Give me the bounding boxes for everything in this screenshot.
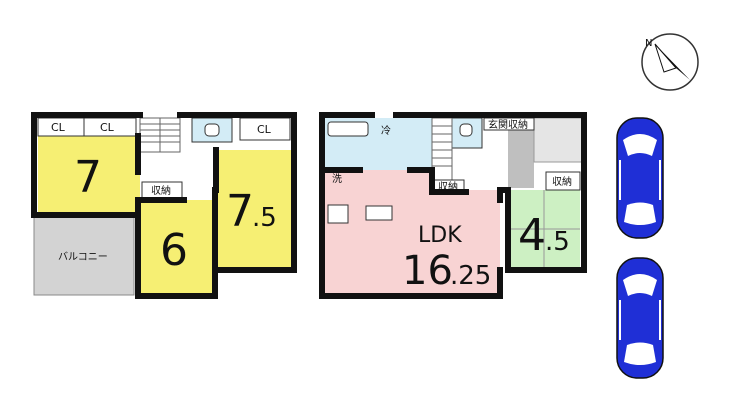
- ldk-size: 16: [402, 248, 453, 294]
- storage-1f-b: [545, 171, 581, 191]
- room-7-5-floor: [218, 150, 294, 268]
- car-icon-2: [616, 257, 664, 379]
- storage-label-1f-b: 収納: [552, 175, 572, 188]
- kitchen-sink: [365, 205, 393, 221]
- washroom-label: 洗: [332, 173, 342, 185]
- balcony-label: バルコニー: [58, 251, 108, 263]
- entrance: [508, 128, 534, 188]
- compass-north-label: N: [645, 38, 652, 49]
- walls-1f: [319, 112, 587, 299]
- room-6-floor: [140, 200, 212, 293]
- compass-icon: N: [641, 33, 699, 91]
- storage-label-2f: 収納: [151, 184, 171, 197]
- toilet-2f-bowl: [204, 123, 220, 137]
- ldk-size-decimal: .25: [450, 261, 491, 291]
- floor-2: CL CL CL 収納 7 6 7 .5 バルコニー: [31, 112, 297, 299]
- room-7-floor: [38, 136, 140, 212]
- japanese-room-size-decimal: .5: [545, 227, 570, 257]
- storage-label-1f-a: 収納: [438, 180, 458, 193]
- room-7-5-size: 7: [226, 186, 254, 237]
- walls-2f: [31, 112, 297, 299]
- bathtub: [327, 121, 369, 137]
- ldk-label: LDK: [418, 223, 462, 248]
- closet-label-1: CL: [51, 121, 66, 134]
- stairs-2f: [139, 117, 181, 153]
- balcony: [33, 214, 135, 296]
- kitchen-stove: [327, 204, 349, 224]
- japanese-room-size: 4: [518, 210, 546, 261]
- floor-1: 洗 冷 収納 収納 玄関収納 LDK 16 .25 4 .5: [319, 112, 587, 299]
- toilet-1f-bowl: [459, 123, 473, 137]
- ldk-floor: [322, 170, 500, 296]
- car-icon-1: [616, 117, 664, 239]
- fridge-label: 冷: [381, 124, 391, 137]
- porch: [533, 117, 585, 163]
- room-6-size: 6: [160, 225, 188, 276]
- closet-label-2: CL: [100, 121, 115, 134]
- closet-label-3: CL: [257, 123, 272, 136]
- room-7-5-size-decimal: .5: [252, 203, 277, 233]
- room-7-size: 7: [74, 152, 102, 203]
- entrance-storage-label: 玄関収納: [488, 118, 528, 131]
